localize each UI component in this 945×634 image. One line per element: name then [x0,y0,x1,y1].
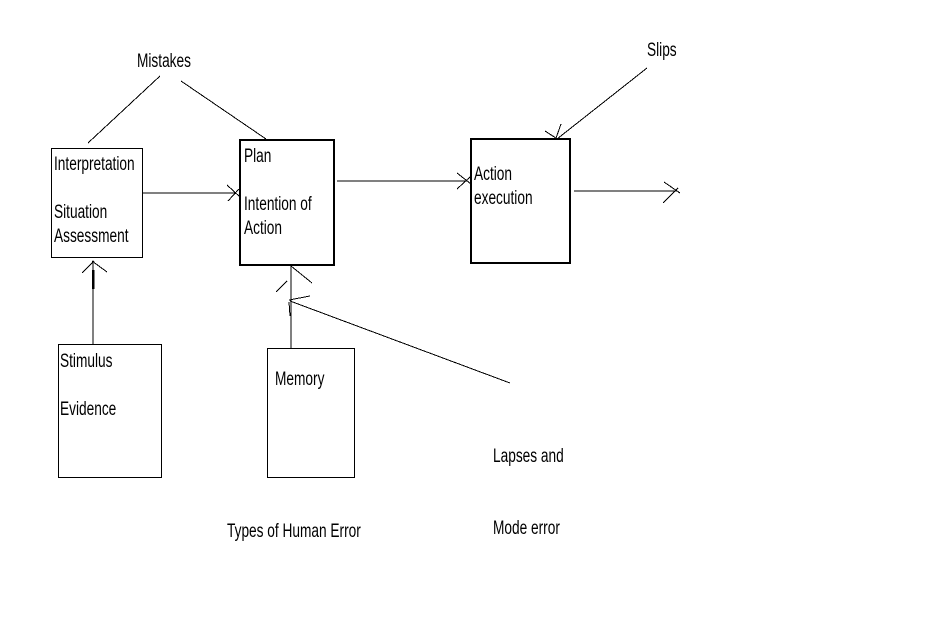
box-text: Memory [275,368,332,392]
arrow-action-out [574,181,681,204]
box-text-line: Plan [244,146,272,167]
box-text-line: execution [474,188,533,209]
box-text-line: Evidence [60,399,117,420]
box-text-line: Memory [275,369,325,390]
box-text-line [54,177,117,201]
box-text-line: Assessment [54,226,129,247]
label-mistakes: Mistakes [137,51,191,72]
box-text-line: Action [474,164,513,185]
box-text-line [60,374,133,398]
arrow-slips-to-action [544,67,648,142]
box-plan-intention-of-action: Plan Intention of Action [239,139,335,266]
arrow-plan-to-action [337,172,472,190]
box-text-line [244,169,308,193]
label-line: Mode error [493,518,560,539]
box-text: Interpretation Situation Assessment [54,153,135,249]
box-action-execution: Action execution [470,138,571,264]
box-stimulus-evidence: Stimulus Evidence [58,344,162,478]
line-mistakes-to-plan [180,80,267,140]
box-text: Action execution [474,163,542,211]
box-memory: Memory [267,348,355,478]
box-text-line: Intention of [244,194,312,215]
diagram-caption: Types of Human Error [227,521,361,542]
label-slips: Slips [647,40,677,61]
box-text-line: Situation [54,202,108,223]
box-text-line: Interpretation [54,154,135,175]
label-lapses-mode-error: Lapses and Mode error [493,397,564,589]
box-text-line: Stimulus [60,351,113,372]
box-text-line: Action [244,218,283,239]
box-interpretation-situation-assessment: Interpretation Situation Assessment [51,148,143,258]
box-text: Stimulus Evidence [60,350,133,422]
arrow-interpretation-to-plan [143,184,241,202]
arrow-stimulus-to-interpretation [81,260,108,344]
line-mistakes-to-interpretation [87,75,161,144]
box-text: Plan Intention of Action [244,145,312,241]
arrow-memory-to-plan [275,265,313,348]
label-line: Lapses and [493,446,564,467]
